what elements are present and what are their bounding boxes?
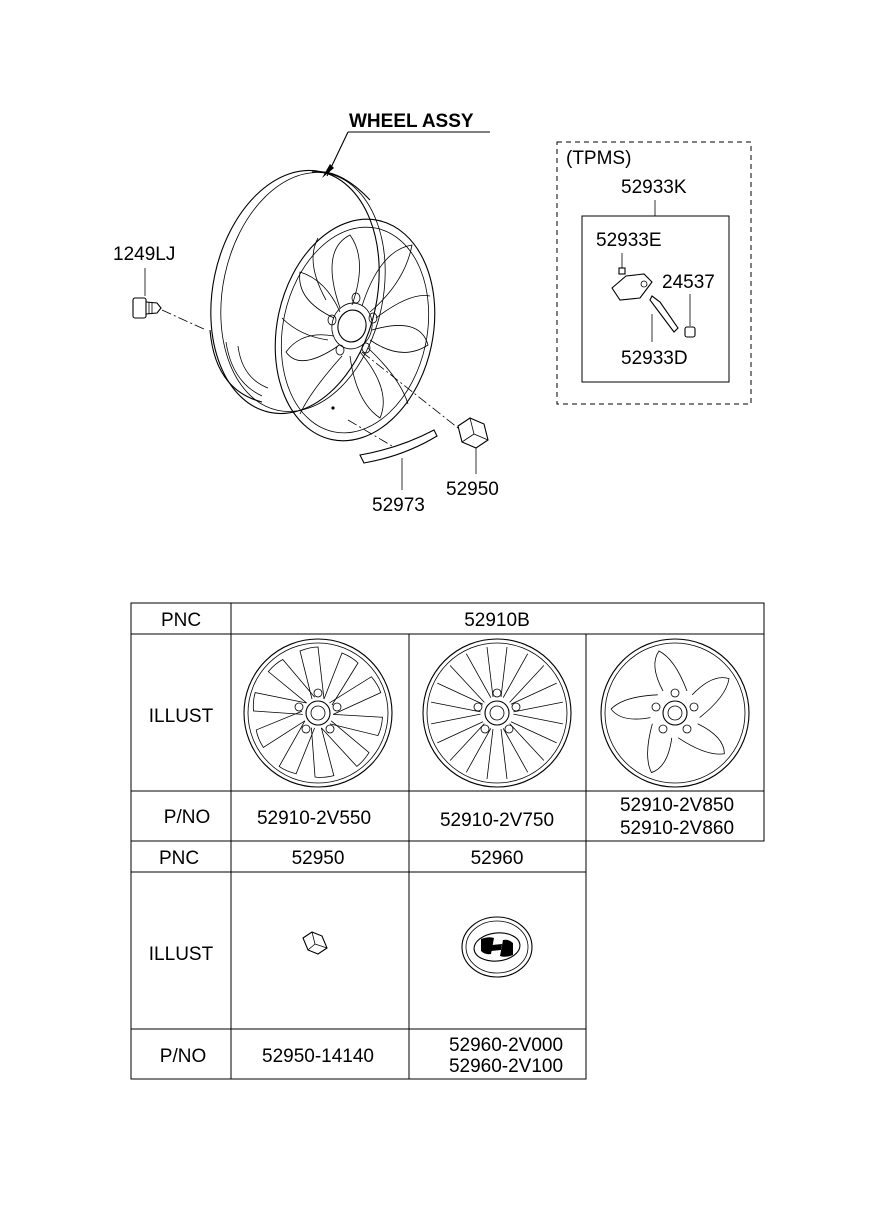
tpms-sensor-assy-box: [581, 215, 730, 383]
alloy-wheel-5-spoke-icon: [600, 638, 750, 788]
callout-nut: 52950: [446, 479, 499, 500]
cap-part-number-b: 52960-2V100: [449, 1056, 563, 1077]
balance-weight-icon: [359, 429, 438, 464]
wheel-1-part-number: 52910-2V550: [257, 808, 371, 829]
nut-pnc: 52950: [292, 848, 345, 869]
alloy-wheel-10-spoke-icon: [422, 638, 572, 788]
wheel-3-part-number-b: 52910-2V860: [620, 818, 734, 839]
hyundai-center-cap-icon: [461, 916, 533, 978]
accessory-part-table: PNC 52950 52960 ILLUST P/NO 52950-14140 …: [130, 840, 587, 1080]
callout-sensor: 52933E: [596, 230, 662, 251]
valve-cap-icon: [684, 326, 696, 338]
bolt-icon: [132, 297, 162, 319]
callout-weight: 52973: [372, 495, 425, 516]
cap-pnc: 52960: [471, 848, 524, 869]
nut-part-number: 52950-14140: [262, 1046, 374, 1067]
wheel-assembly-drawing: [209, 169, 436, 442]
callout-valve-cap: 24537: [662, 272, 715, 293]
bottom-illust-header: ILLUST: [149, 944, 214, 965]
wheel-nut-small-icon: [302, 931, 328, 955]
valve-stem-icon: [649, 295, 679, 333]
diagram-title: WHEEL ASSY: [349, 111, 474, 132]
top-illust-header: ILLUST: [149, 706, 214, 727]
tpms-sensor-icon: [611, 267, 653, 301]
top-pnc-header: PNC: [161, 610, 201, 631]
cap-part-number-a: 52960-2V000: [449, 1035, 563, 1056]
top-pno-header: P/NO: [164, 807, 210, 828]
callout-bolt: 1249LJ: [113, 244, 175, 265]
callout-valve-stem: 52933D: [621, 348, 688, 369]
bottom-pnc-header: PNC: [159, 848, 199, 869]
tpms-group-box: [556, 141, 752, 405]
wheel-3-part-number-a: 52910-2V850: [620, 795, 734, 816]
callout-sensor-assy: 52933K: [621, 177, 687, 198]
callout-tpms-group: (TPMS): [566, 148, 631, 169]
wheel-part-table: PNC 52910B ILLUST P/NO 52910-2V550 52910…: [130, 602, 765, 842]
alloy-wheel-5-double-spoke-icon: [243, 638, 393, 788]
title-leader-arrow-icon: [322, 164, 334, 178]
wheel-2-part-number: 52910-2V750: [440, 810, 554, 831]
bottom-pno-header: P/NO: [160, 1046, 206, 1067]
wheel-nut-icon: [457, 417, 489, 449]
top-pnc-value: 52910B: [464, 610, 530, 631]
